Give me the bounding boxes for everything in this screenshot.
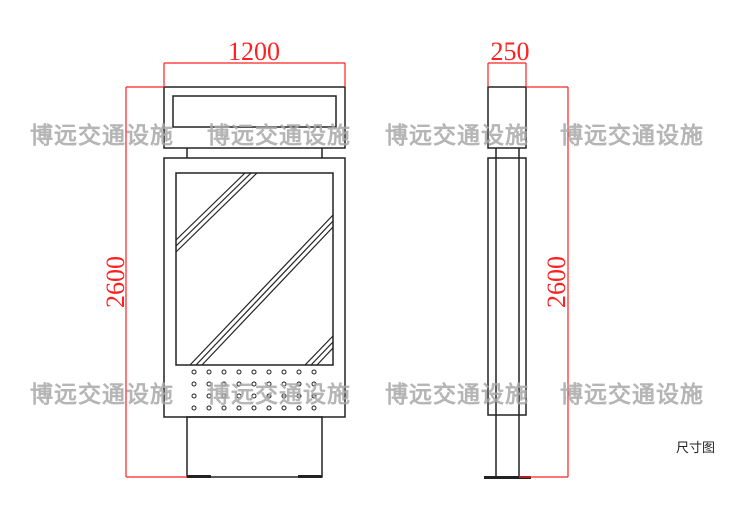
watermark: 博远交通设施 bbox=[560, 122, 704, 149]
vent-hole bbox=[296, 369, 302, 375]
vent-hole bbox=[281, 381, 287, 387]
top-lightbox bbox=[163, 86, 346, 149]
front-view: 1200 2600 bbox=[101, 37, 346, 478]
vent-hole bbox=[266, 393, 272, 399]
caption: 尺寸图 bbox=[676, 441, 715, 456]
vent-hole bbox=[311, 393, 317, 399]
side-cabinet bbox=[487, 157, 527, 416]
watermark: 博远交通设施 bbox=[207, 122, 351, 149]
watermark: 博远交通设施 bbox=[560, 381, 704, 408]
foot-right bbox=[298, 475, 322, 478]
glass-window bbox=[175, 172, 334, 366]
watermark: 博远交通设施 bbox=[30, 381, 174, 408]
vent-hole bbox=[236, 381, 242, 387]
vent-hole bbox=[221, 381, 227, 387]
side-base-plate bbox=[484, 476, 531, 479]
watermark: 博远交通设施 bbox=[385, 122, 529, 149]
vent-hole bbox=[296, 393, 302, 399]
vent-hole bbox=[266, 381, 272, 387]
vent-hole bbox=[236, 393, 242, 399]
side-height-label: 2600 bbox=[542, 256, 571, 308]
vent-hole bbox=[206, 393, 212, 399]
vent-hole bbox=[221, 405, 227, 411]
vent-hole bbox=[206, 381, 212, 387]
vent-hole bbox=[206, 405, 212, 411]
vent-hole bbox=[281, 393, 287, 399]
glass-reflection bbox=[175, 172, 334, 366]
side-top-lightbox bbox=[487, 86, 527, 149]
vent-holes bbox=[191, 369, 317, 411]
vent-hole bbox=[221, 393, 227, 399]
vent-hole bbox=[236, 405, 242, 411]
vent-hole bbox=[281, 405, 287, 411]
main-cabinet bbox=[163, 157, 346, 418]
vent-hole bbox=[251, 381, 257, 387]
vent-hole bbox=[191, 369, 197, 375]
vent-hole bbox=[251, 369, 257, 375]
vent-hole bbox=[191, 393, 197, 399]
front-height-label: 2600 bbox=[101, 256, 130, 308]
side-width-label: 250 bbox=[491, 37, 530, 66]
vent-hole bbox=[191, 405, 197, 411]
vent-hole bbox=[206, 369, 212, 375]
vent-hole bbox=[191, 381, 197, 387]
vent-hole bbox=[281, 369, 287, 375]
watermark: 博远交通设施 bbox=[207, 381, 351, 408]
vent-hole bbox=[311, 369, 317, 375]
vent-hole bbox=[251, 405, 257, 411]
side-view: 250 2600 bbox=[484, 37, 571, 479]
top-lightbox-panel bbox=[172, 95, 337, 128]
vent-hole bbox=[251, 393, 257, 399]
vent-hole bbox=[311, 405, 317, 411]
front-width-label: 1200 bbox=[228, 37, 280, 66]
watermark: 博远交通设施 bbox=[30, 122, 174, 149]
vent-hole bbox=[236, 369, 242, 375]
watermark: 博远交通设施 bbox=[385, 381, 529, 408]
vent-hole bbox=[296, 405, 302, 411]
vent-hole bbox=[311, 381, 317, 387]
watermarks: 博远交通设施 博远交通设施 博远交通设施 博远交通设施 博远交通设施 博远交通设… bbox=[30, 122, 704, 408]
base-pedestal bbox=[186, 416, 323, 478]
foot-left bbox=[187, 475, 211, 478]
vent-hole bbox=[266, 369, 272, 375]
vent-hole bbox=[296, 381, 302, 387]
vent-hole bbox=[221, 369, 227, 375]
vent-hole bbox=[266, 405, 272, 411]
